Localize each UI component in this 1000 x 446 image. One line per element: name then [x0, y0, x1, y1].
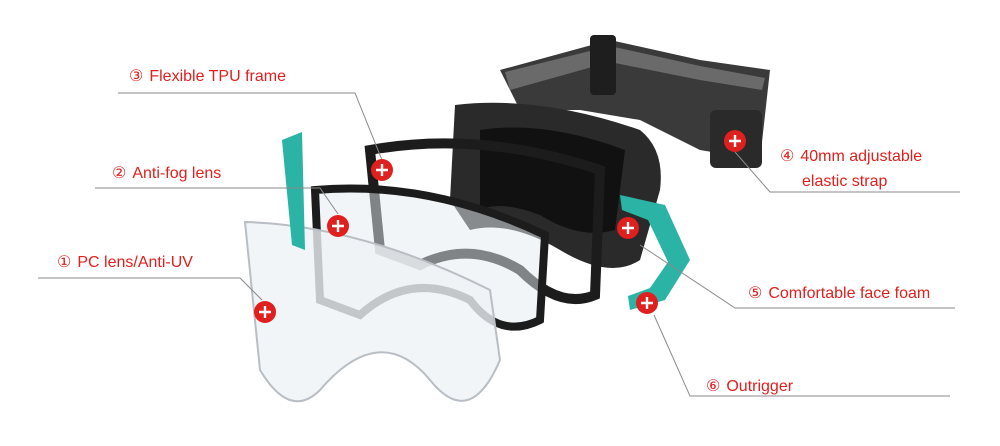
label-number: ⑥	[706, 378, 721, 395]
label-number: ④	[780, 148, 795, 165]
outrigger-left	[282, 132, 305, 250]
plus-circle-icon[interactable]	[254, 301, 276, 323]
label-anti-fog-lens: ② Anti-fog lens	[112, 164, 221, 184]
elastic-strap	[500, 35, 770, 168]
plus-circle-icon[interactable]	[371, 159, 393, 181]
label-outrigger: ⑥ Outrigger	[706, 377, 793, 397]
label-text: Flexible TPU frame	[149, 68, 286, 85]
plus-circle-icon[interactable]	[617, 217, 639, 239]
label-text: Anti-fog lens	[132, 165, 222, 182]
label-number: ②	[112, 165, 127, 182]
label-number: ⑤	[748, 285, 763, 302]
label-tpu-frame: ③ Flexible TPU frame	[129, 67, 286, 87]
plus-circle-icon[interactable]	[327, 215, 349, 237]
label-number: ①	[57, 254, 72, 271]
plus-circle-icon[interactable]	[724, 130, 746, 152]
leader-lines	[38, 92, 960, 397]
label-text-line2: elastic strap	[802, 173, 888, 190]
label-strap: ④ 40mm adjustable elastic strap	[780, 144, 922, 194]
outrigger-right	[620, 195, 690, 310]
label-text: Comfortable face foam	[768, 285, 931, 302]
label-text: PC lens/Anti-UV	[77, 254, 193, 271]
plus-circle-icon[interactable]	[636, 292, 658, 314]
label-text-line1: 40mm adjustable	[800, 148, 923, 165]
label-number: ③	[129, 68, 144, 85]
pc-lens	[243, 220, 502, 403]
hotspot-icons	[254, 130, 746, 323]
label-pc-lens: ① PC lens/Anti-UV	[57, 253, 193, 273]
label-face-foam: ⑤ Comfortable face foam	[748, 284, 930, 304]
label-text: Outrigger	[726, 378, 794, 395]
